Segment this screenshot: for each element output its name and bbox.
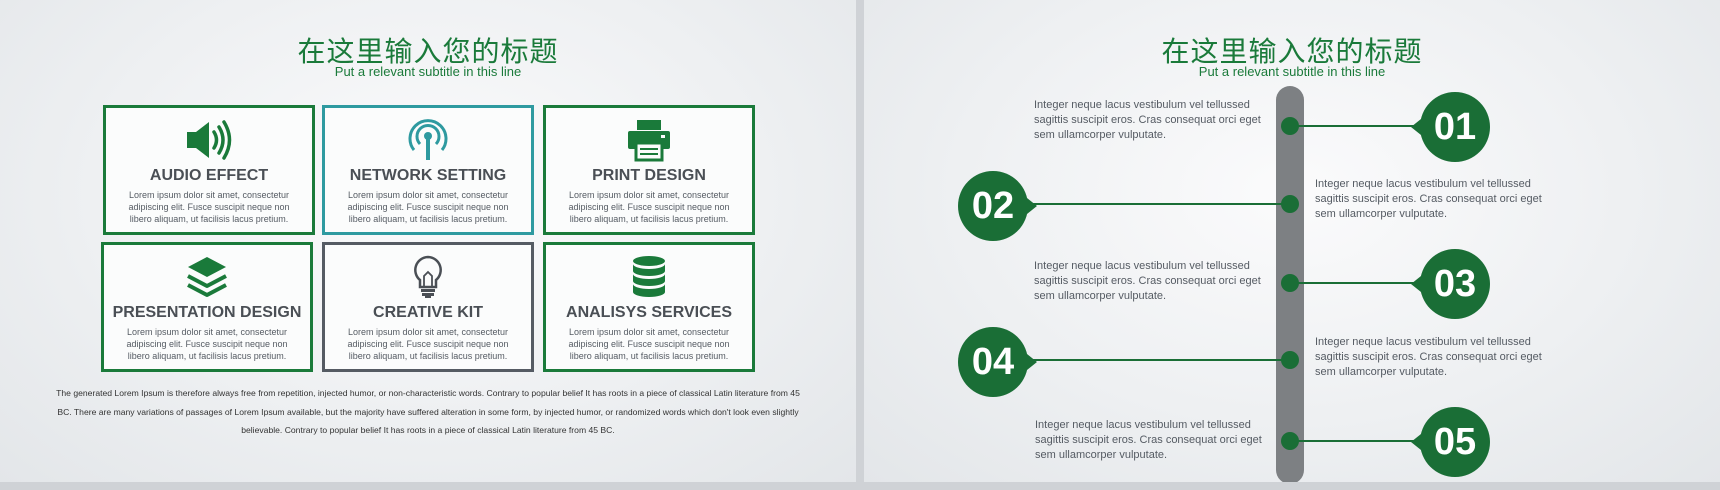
card-analisys-services: ANALISYS SERVICES Lorem ipsum dolor sit … <box>543 242 755 372</box>
card-print-design: PRINT DESIGN Lorem ipsum dolor sit amet,… <box>543 105 755 235</box>
badge-pointer <box>1027 198 1037 214</box>
step-text: Integer neque lacus vestibulum vel tellu… <box>1034 99 1261 141</box>
badge-pointer <box>1027 354 1037 370</box>
card-description: Lorem ipsum dolor sit amet, consectetur … <box>568 190 730 224</box>
card-title: AUDIO EFFECT <box>149 167 269 184</box>
card-audio-effect: AUDIO EFFECT Lorem ipsum dolor sit amet,… <box>103 105 315 235</box>
layers-icon <box>104 255 310 299</box>
card-title: ANALISYS SERVICES <box>566 304 732 321</box>
timeline-dot <box>1281 351 1299 369</box>
connector-line <box>1028 359 1290 361</box>
page-subtitle: Put a relevant subtitle in this line <box>1198 64 1386 79</box>
timeline-dot <box>1281 117 1299 135</box>
slide-timeline: 在这里输入您的标题 Put a relevant subtitle in thi… <box>864 0 1720 482</box>
step-badge: 03 <box>1411 249 1490 319</box>
step-text: Integer neque lacus vestibulum vel tellu… <box>1315 336 1542 378</box>
badge-pointer <box>1411 434 1421 450</box>
broadcast-icon <box>325 118 531 162</box>
footer-paragraph: The generated Lorem Ipsum is therefore a… <box>56 388 800 435</box>
timeline-dot <box>1281 274 1299 292</box>
connector-line <box>1290 440 1420 442</box>
card-title: NETWORK SETTING <box>349 167 507 184</box>
badge-pointer <box>1411 276 1421 292</box>
lightbulb-icon <box>325 255 531 299</box>
card-title: PRINT DESIGN <box>592 167 706 184</box>
slide-services: 在这里输入您的标题 Put a relevant subtitle in thi… <box>0 0 856 482</box>
timeline-dot <box>1281 432 1299 450</box>
step-text: Integer neque lacus vestibulum vel tellu… <box>1034 260 1261 302</box>
step-badge: 05 <box>1411 407 1490 477</box>
connector-line <box>1290 125 1420 127</box>
connector-line <box>1290 282 1420 284</box>
card-description: Lorem ipsum dolor sit amet, consectetur … <box>347 190 509 224</box>
printer-icon <box>546 118 752 162</box>
card-description: Lorem ipsum dolor sit amet, consectetur … <box>128 190 290 224</box>
step-text: Integer neque lacus vestibulum vel tellu… <box>1315 178 1542 220</box>
step-number: 04 <box>971 340 1015 383</box>
card-title: PRESENTATION DESIGN <box>112 304 302 321</box>
page-subtitle: Put a relevant subtitle in this line <box>334 64 522 79</box>
database-icon <box>546 255 752 299</box>
card-network-setting: NETWORK SETTING Lorem ipsum dolor sit am… <box>322 105 534 235</box>
step-badge: 01 <box>1411 92 1490 162</box>
step-number: 02 <box>971 184 1015 227</box>
card-title: CREATIVE KIT <box>373 304 483 321</box>
card-description: Lorem ipsum dolor sit amet, consectetur … <box>347 327 509 361</box>
badge-pointer <box>1411 119 1421 135</box>
step-badge: 02 <box>958 171 1037 241</box>
speaker-icon <box>106 118 312 162</box>
page-title: 在这里输入您的标题 <box>1161 35 1423 68</box>
page-title: 在这里输入您的标题 <box>297 35 559 68</box>
step-number: 01 <box>1433 105 1477 148</box>
step-text: Integer neque lacus vestibulum vel tellu… <box>1035 419 1262 461</box>
connector-line <box>1028 203 1290 205</box>
card-description: Lorem ipsum dolor sit amet, consectetur … <box>126 327 288 361</box>
card-creative-kit: CREATIVE KIT Lorem ipsum dolor sit amet,… <box>322 242 534 372</box>
timeline-dot <box>1281 195 1299 213</box>
step-badge: 04 <box>958 327 1037 397</box>
step-number: 05 <box>1433 420 1477 463</box>
card-presentation-design: PRESENTATION DESIGN Lorem ipsum dolor si… <box>101 242 313 372</box>
card-description: Lorem ipsum dolor sit amet, consectetur … <box>568 327 730 361</box>
step-number: 03 <box>1433 262 1477 305</box>
